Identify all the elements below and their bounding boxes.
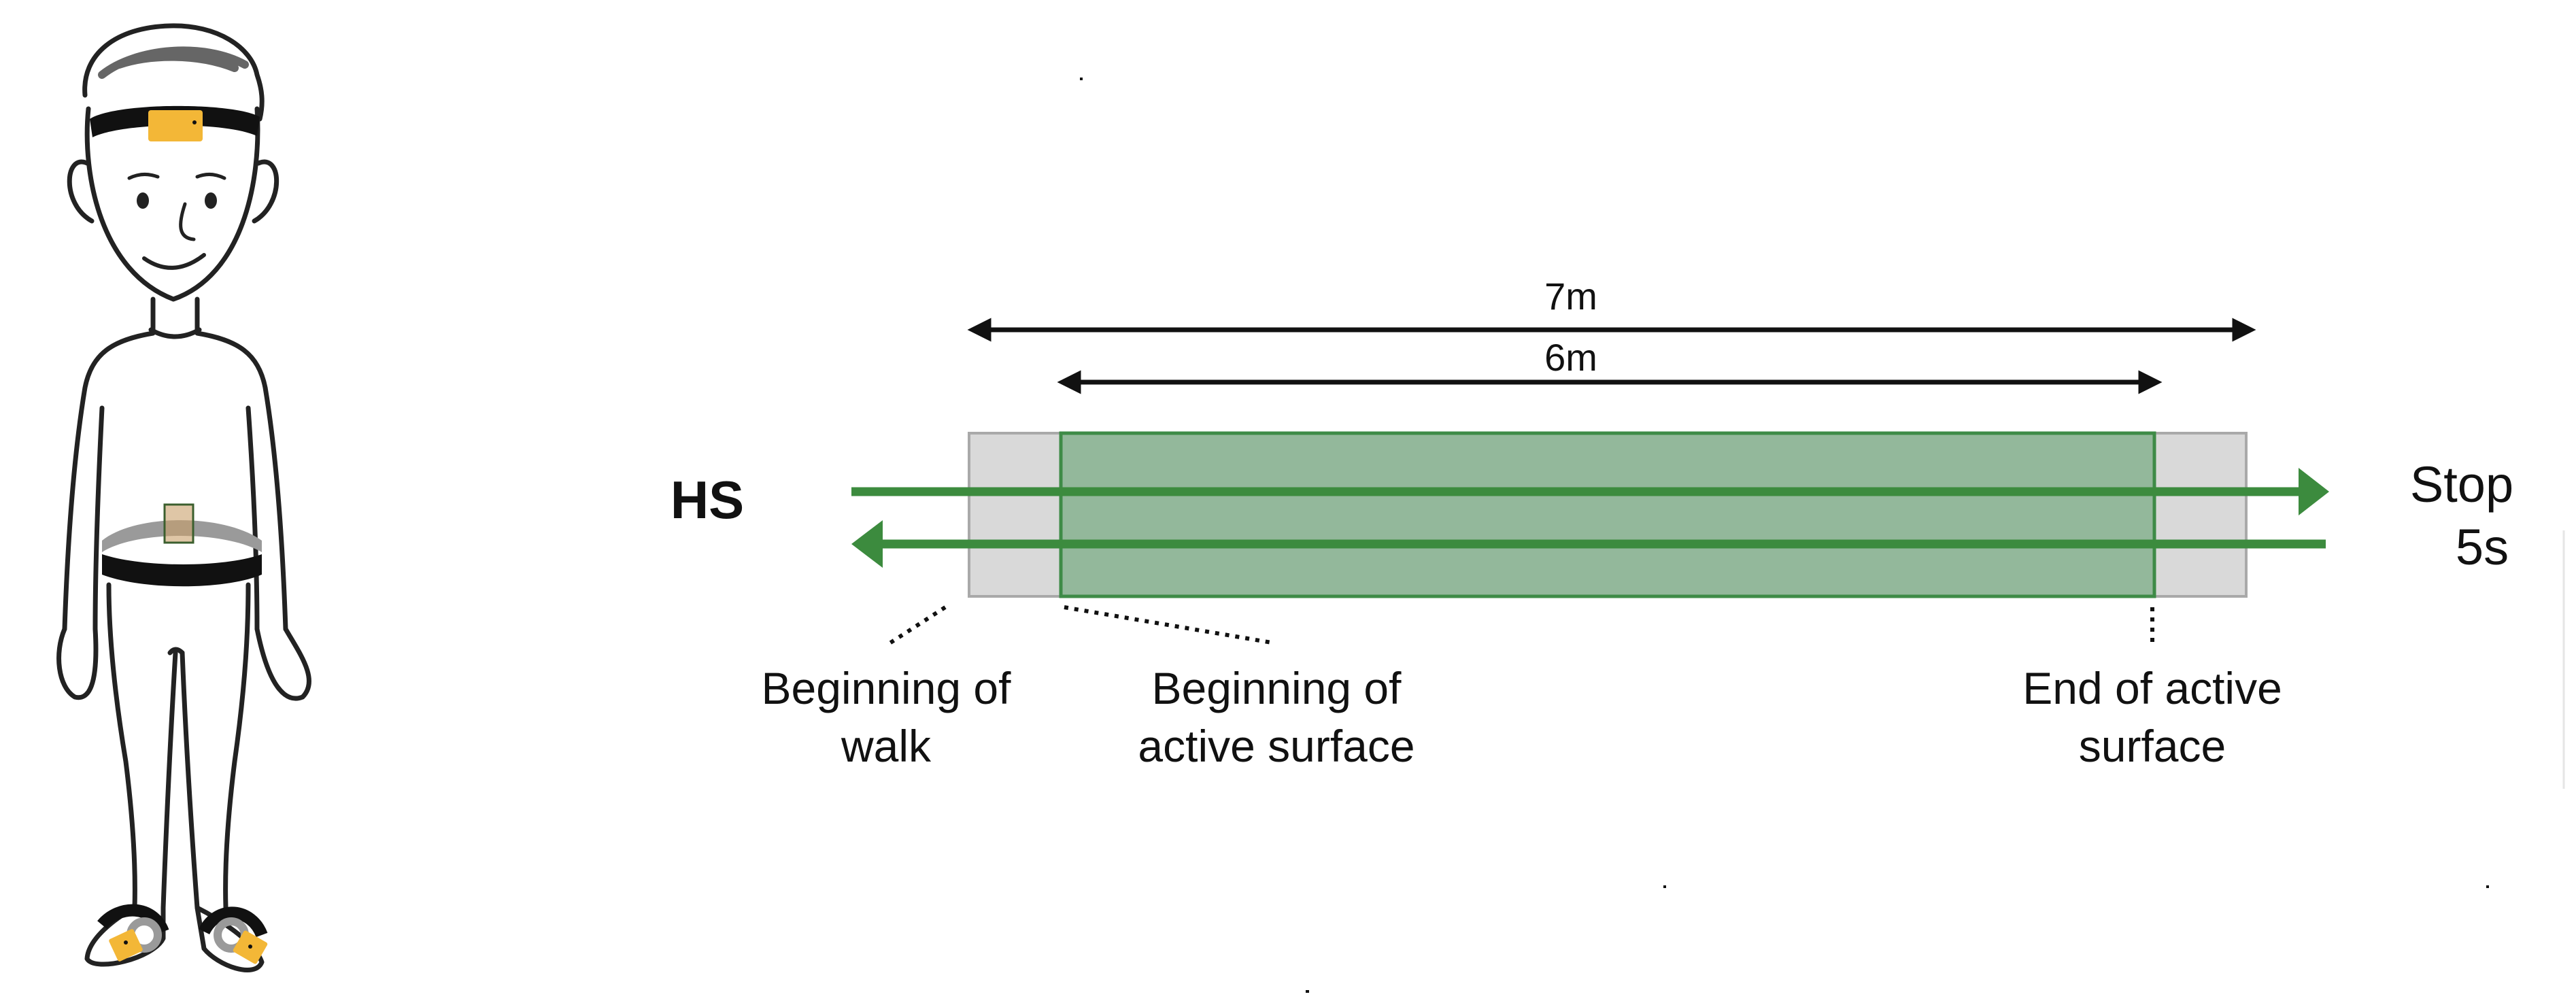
stray-dots [1080,78,2489,993]
speck [1080,78,1083,80]
right-foot-sensor [198,906,268,964]
leader-beginning-active [1064,605,1272,645]
left-eyebrow [127,173,160,180]
trousers-right [223,582,251,911]
walk-direction-return [851,520,2326,568]
right-inner-arm [245,405,260,632]
waist-belt-back [102,520,262,552]
hair-strands [98,46,249,79]
right-shoulder-arm [194,330,288,632]
dimension-7m-label: 7m [1544,275,1597,318]
annotation-end-active: End of active surface [2022,663,2282,771]
beginning-walk-line1: Beginning of [762,663,1012,713]
left-ear [67,159,95,224]
head-sensor-led [192,120,197,124]
end-active-line1: End of active [2022,663,2282,713]
dimension-6m-label: 6m [1544,336,1597,379]
right-ankle-strap [198,906,268,938]
inactive-zone-end [2153,432,2248,598]
waist-belt-front [102,554,262,587]
stop-label-line2: 5s [2456,519,2509,575]
leader-lines [886,605,2154,647]
return-arrow-head [851,520,883,568]
left-foot-sensor-led [124,940,128,945]
head-sensor-band [90,105,260,141]
person-illustration [56,23,311,972]
speck [1306,990,1309,993]
left-hand [56,626,99,700]
right-ear [252,159,279,224]
left-shoulder-arm [62,330,156,632]
left-eye [137,192,149,209]
right-hand [254,626,311,701]
annotation-beginning-active: Beginning of active surface [1138,663,1414,771]
trousers-outline [106,582,137,911]
left-foot-sensor-box [109,929,143,962]
annotation-beginning-walk: Beginning of walk [762,663,1012,771]
hair [82,23,265,122]
end-active-line2: surface [2079,721,2226,771]
head [84,106,260,302]
forward-arrow-head [2299,468,2329,515]
beginning-active-line1: Beginning of [1152,663,1402,713]
nose [179,202,196,241]
dimension-6m: 6m [1057,336,2163,394]
left-inner-arm [92,405,105,632]
neck [150,296,200,333]
right-foot-sensor-led [248,945,252,949]
left-ankle-strap [97,904,169,934]
hs-label: HS [671,470,744,530]
stop-label-line1: Stop [2410,456,2513,513]
beginning-active-line2: active surface [1138,721,1414,771]
collar [148,327,202,339]
walkway [968,431,2248,598]
waist-sensor-belt [102,503,262,587]
mouth [142,253,206,270]
head-sensor [148,110,203,141]
leader-beginning-walk [886,605,947,647]
beginning-walk-line2: walk [841,721,932,771]
trousers-crotch [167,647,185,656]
active-surface [1059,431,2156,598]
speck [1663,885,1666,888]
speck [2486,885,2489,888]
inactive-zone-start [968,432,1062,598]
walk-direction-forward [851,468,2329,515]
left-foot-sensor [97,904,169,962]
stop-label: Stop 5s [2410,456,2513,575]
right-eye [205,192,217,209]
right-eyebrow [195,173,226,180]
dimension-7m: 7m [967,275,2256,342]
waist-sensor [163,503,194,544]
trousers-inner [160,650,200,911]
